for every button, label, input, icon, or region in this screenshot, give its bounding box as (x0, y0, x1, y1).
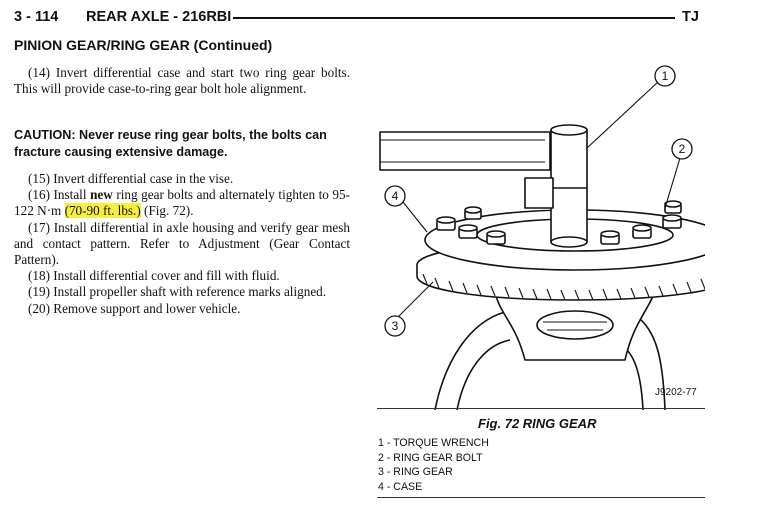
ring-gear-illustration: 1 2 3 4 (379, 65, 705, 410)
left-hand-drawing (434, 311, 516, 410)
callout-1 (654, 65, 676, 87)
step-20: (20) Remove support and lower vehicle. (28, 300, 241, 316)
caption-bottom-rule (377, 497, 705, 498)
callout-2 (671, 138, 693, 160)
legend-item-1: 1 - TORQUE WRENCH (378, 437, 489, 449)
header-rule (233, 17, 675, 19)
page-number: 3 - 114 (14, 9, 59, 25)
callout-3 (384, 315, 406, 337)
caption-top-rule (377, 408, 705, 409)
legend-item-4: 4 - CASE (378, 480, 423, 493)
steps-15-20: (15) Invert differential case in the vis… (14, 171, 350, 317)
step-17: (17) Install differential in axle housin… (14, 219, 350, 268)
step-16-bold: new (90, 187, 113, 203)
model-code: TJ (682, 9, 699, 25)
callout-2-label: 2 (679, 142, 686, 156)
step-14-text: (14) Invert differential case and start … (14, 65, 350, 97)
torque-wrench-drawing (379, 131, 551, 171)
step-19: (19) Install propeller shaft with refere… (28, 284, 327, 300)
step-16-text-c: (Fig. 72). (140, 203, 194, 219)
step-16-text-a: (16) Install (28, 187, 91, 203)
callout-4-label: 4 (392, 189, 399, 203)
callout-3-label: 3 (392, 319, 399, 333)
step-14: (14) Invert differential case and start … (14, 65, 350, 97)
step-15: (15) Invert differential case in the vis… (28, 171, 234, 186)
section-name: REAR AXLE - 216RBI (86, 9, 232, 25)
step-16: (16) Install new ring gear bolts and alt… (14, 187, 350, 219)
figure-legend: 1 - TORQUE WRENCH 2 - RING GEAR BOLT 3 -… (378, 436, 489, 494)
torque-highlight: (70-90 ft. lbs.) (64, 203, 141, 219)
step-18: (18) Install differential cover and fill… (28, 268, 280, 284)
step-16-text-b: ring gear bolts and alternately tighten … (14, 187, 351, 219)
drawing-code: J9202-77 (655, 387, 697, 398)
legend-item-3: 3 - RING GEAR (378, 466, 453, 478)
callout-1-label: 1 (662, 69, 669, 83)
caution-note: CAUTION: Never reuse ring gear bolts, th… (14, 128, 327, 159)
figure-caption: Fig. 72 RING GEAR (478, 416, 597, 431)
legend-item-2: 2 - RING GEAR BOLT (378, 451, 483, 464)
callout-4 (384, 185, 406, 207)
section-title: PINION GEAR/RING GEAR (Continued) (14, 37, 273, 53)
